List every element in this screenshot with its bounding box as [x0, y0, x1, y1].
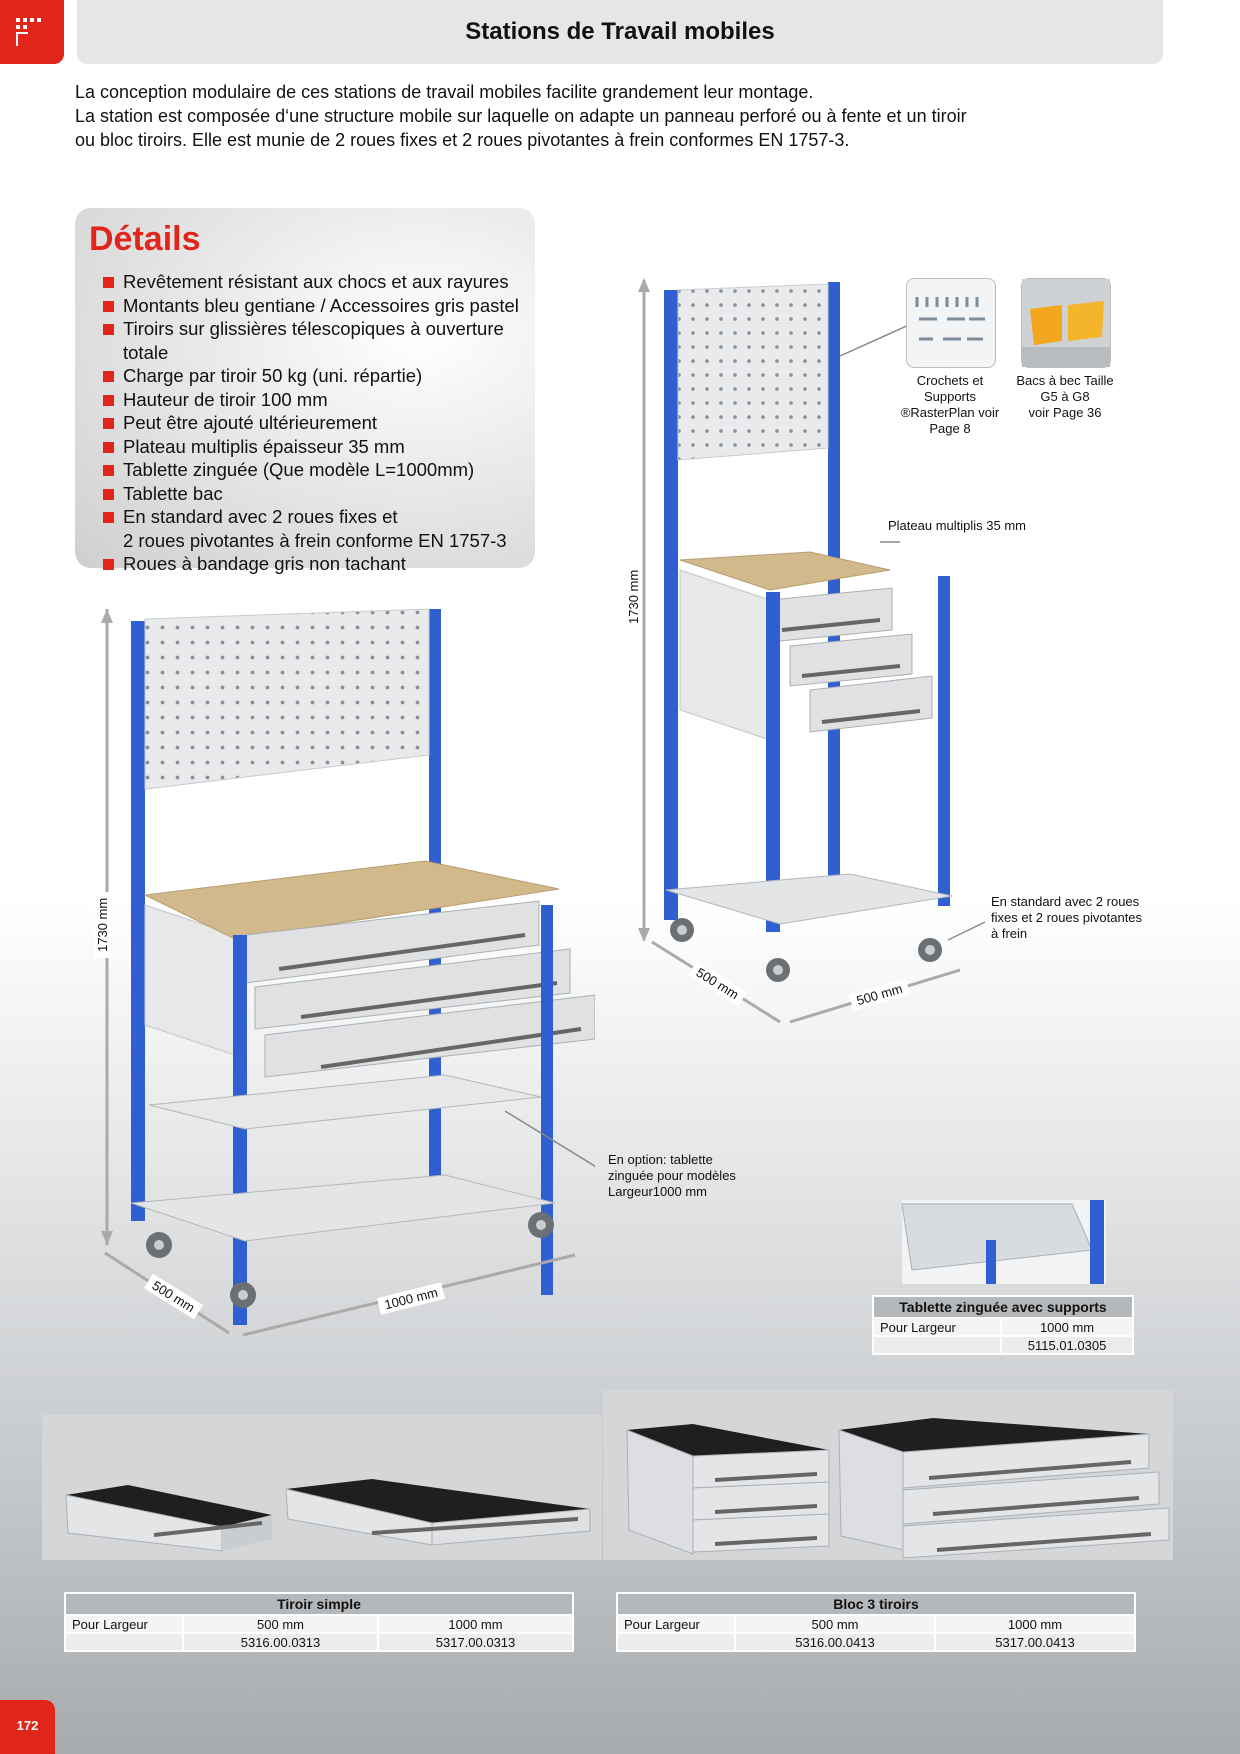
wheels-caption: En standard avec 2 roues fixes et 2 roue…: [991, 894, 1143, 941]
bullet-square-icon: [103, 394, 114, 406]
details-list: Revêtement résistant aux chocs et aux ra…: [103, 270, 535, 576]
bullet-square-icon: [103, 418, 114, 429]
bullet-square-icon: [103, 300, 114, 312]
list-item: Peut être ajouté ultérieurement: [103, 411, 535, 435]
intro-paragraph-2: La station est composée d‘une structure …: [75, 106, 967, 150]
list-item: Roues à bandage gris non tachant: [103, 552, 535, 576]
large-station-illustration: [101, 608, 595, 1337]
logo-icon: [16, 18, 41, 46]
hooks-icon: [915, 297, 985, 341]
table-cell: 1000 mm: [377, 1614, 574, 1634]
bins-thumbnail: [1021, 278, 1111, 368]
bullet-square-icon: [103, 512, 114, 523]
bloc-3-table: Bloc 3 tiroirs Pour Largeur 500 mm 1000 …: [616, 1592, 1136, 1652]
table-cell: Pour Largeur: [871, 1317, 1003, 1337]
bullet-square-icon: [103, 441, 114, 453]
list-item: Tablette bac: [103, 482, 535, 506]
header-bar: Stations de Travail mobiles: [77, 0, 1163, 64]
details-box: Détails Revêtement résistant aux chocs e…: [75, 208, 535, 574]
bloc-3-title: Bloc 3 tiroirs: [616, 1592, 1136, 1616]
details-title: Détails: [89, 220, 201, 258]
intro-paragraph-1: La conception modulaire de ces stations …: [75, 82, 814, 102]
list-item: Tiroirs sur glissières télescopiques à o…: [103, 317, 535, 364]
logo-box: [0, 0, 64, 64]
option-caption: En option: tablette zinguée pour modèles…: [608, 1152, 736, 1199]
table-cell: 5317.00.0413: [934, 1632, 1136, 1652]
table-cell: 500 mm: [734, 1614, 936, 1634]
bullet-square-icon: [103, 465, 114, 476]
accessory-hooks-caption: Crochets et Supports ®RasterPlan voir Pa…: [900, 373, 1000, 436]
table-cell: 500 mm: [182, 1614, 379, 1634]
tiroir-simple-table: Tiroir simple Pour Largeur 500 mm 1000 m…: [64, 1592, 574, 1652]
tablette-table-title: Tablette zinguée avec supports: [872, 1295, 1134, 1319]
table-cell: 5316.00.0313: [182, 1632, 379, 1652]
bullet-square-icon: [103, 371, 114, 382]
tablette-thumbnail: [902, 1200, 1106, 1284]
table-cell: 5317.00.0313: [377, 1632, 574, 1652]
bullet-square-icon: [103, 559, 114, 570]
bullet-square-icon: [103, 277, 114, 288]
table-cell: 5316.00.0413: [734, 1632, 936, 1652]
plateau-caption: Plateau multiplis 35 mm: [888, 518, 1026, 533]
table-cell: 1000 mm: [934, 1614, 1136, 1634]
list-item: Revêtement résistant aux chocs et aux ra…: [103, 270, 535, 294]
tiroir-simple-illustration: [65, 1479, 591, 1552]
list-item: Tablette zinguée (Que modèle L=1000mm): [103, 458, 535, 482]
table-cell: [616, 1632, 736, 1652]
bullet-square-icon: [103, 324, 114, 335]
list-item: Plateau multiplis épaisseur 35 mm: [103, 435, 535, 459]
bins-icon: [1022, 279, 1110, 367]
bullet-square-icon: [103, 488, 114, 500]
small-height-label: 1730 mm: [625, 563, 642, 630]
page-number: 172: [16, 1718, 39, 1733]
table-cell: 1000 mm: [1000, 1317, 1134, 1337]
page-title: Stations de Travail mobiles: [465, 18, 775, 45]
tiroir-simple-image-area: [42, 1415, 602, 1560]
list-item: En standard avec 2 roues fixes et 2 roue…: [103, 505, 535, 552]
table-cell: [871, 1335, 1003, 1355]
bloc-3-illustration: [626, 1418, 1170, 1559]
tablette-table: Tablette zinguée avec supports Pour Larg…: [871, 1295, 1134, 1355]
bloc-3-image-area: [603, 1390, 1173, 1560]
intro-text: La conception modulaire de ces stations …: [75, 80, 975, 152]
accessory-bins-caption: Bacs à bec Taille G5 à G8 voir Page 36: [1016, 373, 1114, 420]
list-item: Charge par tiroir 50 kg (uni. répartie): [103, 364, 535, 388]
small-station-illustration: [638, 278, 986, 1024]
table-cell: 5115.01.0305: [1000, 1335, 1134, 1355]
hooks-thumbnail: [906, 278, 996, 368]
table-cell: Pour Largeur: [616, 1614, 736, 1634]
table-cell: [64, 1632, 184, 1652]
list-item: Hauteur de tiroir 100 mm: [103, 388, 535, 412]
large-height-label: 1730 mm: [94, 891, 111, 958]
tiroir-simple-title: Tiroir simple: [64, 1592, 574, 1616]
page-number-box: 172: [0, 1700, 55, 1754]
table-cell: Pour Largeur: [64, 1614, 184, 1634]
list-item: Montants bleu gentiane / Accessoires gri…: [103, 294, 535, 318]
